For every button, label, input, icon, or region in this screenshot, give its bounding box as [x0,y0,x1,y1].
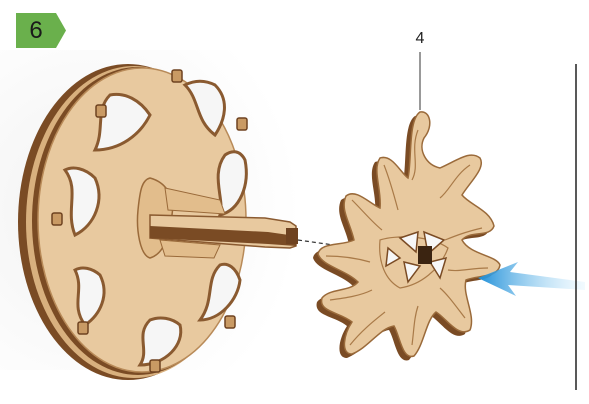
tab-3 [96,105,106,117]
star-gear [313,112,500,361]
tab-4 [52,213,62,225]
step-number: 6 [16,13,56,48]
part-callout-label: 4 [407,30,433,48]
tab-7 [225,316,235,328]
tab-6 [150,360,160,372]
tab-2 [237,118,247,130]
tab-5 [78,322,88,334]
axle-tip [286,228,298,244]
tab-1 [172,70,182,82]
gear-axle-slot [418,246,432,264]
step-badge: 6 [16,13,66,48]
